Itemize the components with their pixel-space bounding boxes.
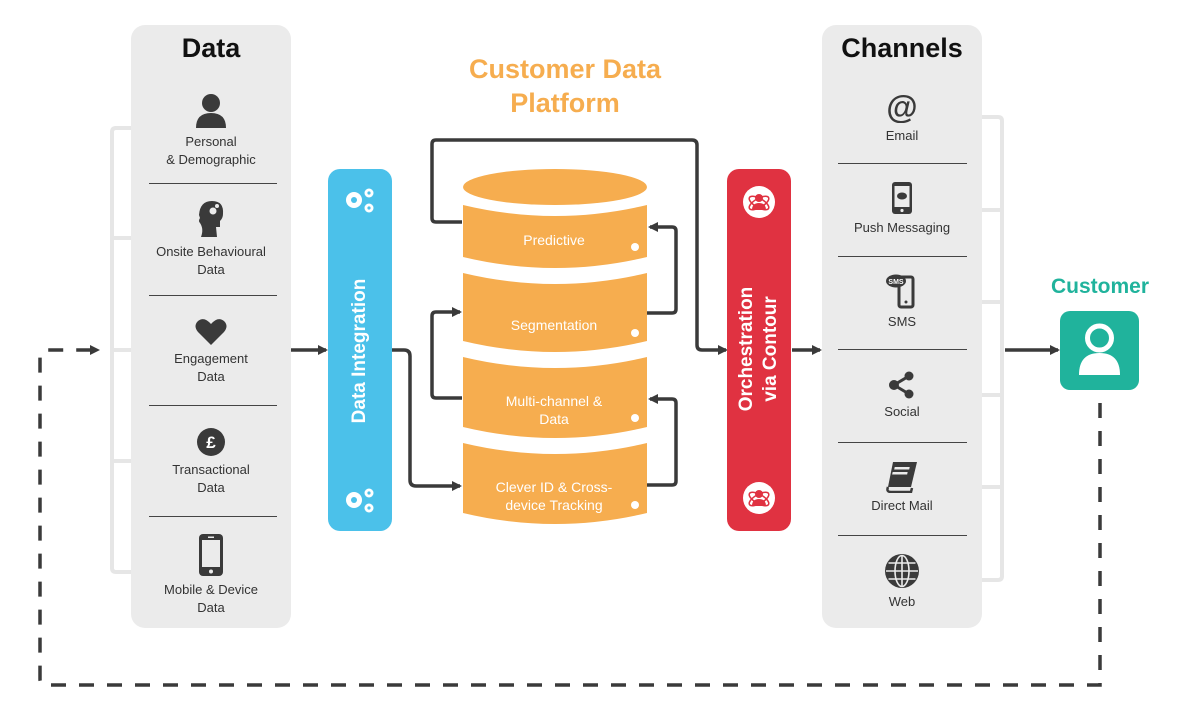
gears-icon	[346, 188, 374, 213]
svg-text:SMS: SMS	[888, 279, 904, 286]
channel-item-label: Push Messaging	[853, 220, 951, 235]
cylinder-segment-segmentation	[463, 273, 647, 352]
segment-label-predictive: Predictive	[523, 232, 585, 248]
divider	[149, 295, 277, 296]
contour-atom-icon	[743, 482, 775, 514]
divider	[838, 163, 967, 164]
orchestration-label: Orchestration via Contour	[736, 286, 781, 412]
head-gears-icon	[199, 201, 224, 237]
data-item-label: Onsite Behavioural Data	[156, 244, 266, 277]
customer-box[interactable]	[1060, 311, 1139, 390]
data-item-mobile-device[interactable]: Mobile & Device Data	[131, 533, 291, 617]
segment-label-multichannel: Multi-channel & Data	[505, 393, 603, 427]
at-sign-icon: @	[886, 91, 917, 123]
share-icon	[889, 371, 914, 399]
orchestration-bar[interactable]: Orchestration via Contour	[727, 169, 791, 531]
data-item-personal[interactable]: Personal & Demographic	[131, 93, 291, 169]
feedback-loop-dashed	[38, 345, 1102, 687]
channels-panel-title: Channels	[841, 33, 963, 63]
svg-text:@: @	[886, 91, 917, 123]
channel-item-web[interactable]: Web	[822, 553, 982, 611]
arrow-integration-to-cleverid	[392, 348, 462, 491]
data-item-onsite-behavioural[interactable]: Onsite Behavioural Data	[131, 199, 291, 279]
svg-text:£: £	[206, 433, 216, 452]
channel-item-email[interactable]: @ Email	[822, 91, 982, 145]
divider	[838, 256, 967, 257]
channel-item-social[interactable]: Social	[822, 371, 982, 421]
divider	[149, 183, 277, 184]
divider	[149, 516, 277, 517]
segment-label-cleverid: Clever ID & Cross- device Tracking	[495, 479, 613, 513]
customer-title: Customer	[1050, 275, 1150, 298]
cylinder-top	[463, 169, 647, 205]
mobile-phone-icon	[199, 534, 223, 576]
cylinder-segment-multichannel	[463, 357, 647, 438]
phone-message-icon	[892, 182, 912, 214]
cdp-cylinder	[463, 169, 647, 524]
divider	[838, 535, 967, 536]
cylinder-segment-predictive	[463, 205, 647, 268]
segment-label-segmentation: Segmentation	[510, 317, 598, 333]
divider	[838, 442, 967, 443]
data-item-engagement[interactable]: Engagement Data	[131, 318, 291, 386]
channel-item-label: SMS	[887, 314, 917, 329]
user-icon	[1079, 323, 1120, 375]
data-item-label: Engagement Data	[174, 351, 248, 384]
channel-item-label: Email	[885, 128, 919, 143]
cylinder-segment-cleverid	[463, 443, 647, 524]
data-item-label: Transactional Data	[172, 462, 250, 495]
data-item-transactional[interactable]: £ Transactional Data	[131, 427, 291, 497]
divider	[149, 405, 277, 406]
heart-icon	[195, 319, 227, 345]
data-item-label: Mobile & Device Data	[164, 582, 258, 615]
channel-item-label: Social	[884, 404, 920, 419]
arrow-multichannel-to-segmentation	[430, 307, 462, 400]
globe-icon	[885, 554, 919, 588]
arrow-segmentation-to-predictive	[645, 222, 678, 315]
channel-item-push-messaging[interactable]: Push Messaging	[822, 181, 982, 237]
cdp-title: Customer Data Platform	[468, 54, 662, 118]
data-panel-title: Data	[181, 33, 241, 63]
data-panel: Data Personal & Demographic Onsite Behav…	[131, 25, 291, 628]
data-item-label: Personal & Demographic	[166, 134, 256, 167]
channels-panel: Channels @ Email Push Messaging SMS SMS …	[822, 25, 982, 628]
divider	[838, 349, 967, 350]
data-integration-label: Data Integration	[349, 278, 370, 424]
data-integration-bar[interactable]: Data Integration	[328, 169, 392, 531]
contour-atom-icon	[743, 186, 775, 218]
sms-phone-icon: SMS	[886, 274, 915, 309]
arrow-cleverid-to-multichannel	[645, 394, 678, 487]
channel-item-sms[interactable]: SMS SMS	[822, 273, 982, 331]
book-icon	[886, 462, 917, 493]
channel-item-direct-mail[interactable]: Direct Mail	[822, 461, 982, 515]
channel-item-label: Web	[888, 594, 916, 609]
channel-item-label: Direct Mail	[871, 498, 933, 513]
pound-coin-icon: £	[197, 428, 225, 456]
person-icon	[196, 94, 226, 128]
arrow-predictive-to-orchestration	[430, 138, 728, 355]
gears-icon	[346, 488, 374, 513]
